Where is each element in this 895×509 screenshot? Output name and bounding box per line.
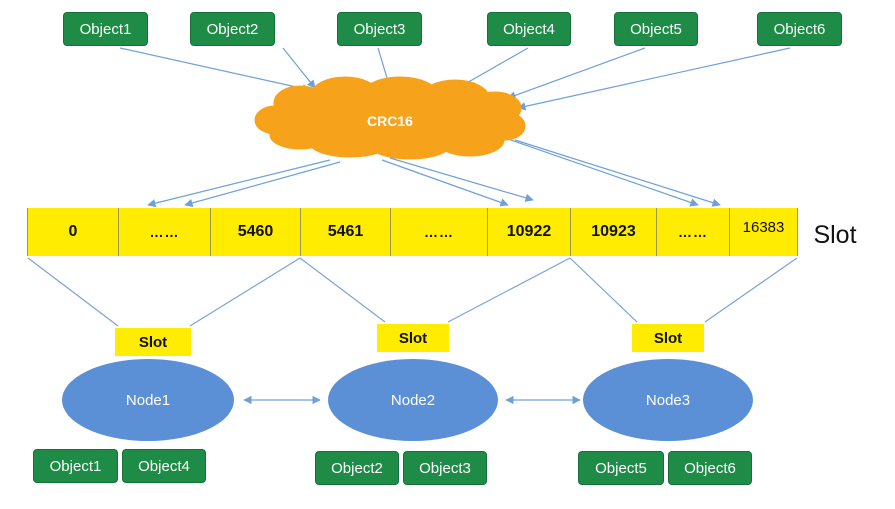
arrow-object5-hash	[507, 47, 646, 100]
top-object-1: Object1	[63, 12, 148, 46]
node3-object-2: Object6	[668, 451, 752, 485]
node2-slot-label: Slot	[377, 324, 449, 352]
range-line-node2-left	[299, 257, 386, 323]
arrow-object2-hash	[282, 47, 316, 89]
top-object-2: Object2	[190, 12, 275, 46]
node3-object-1: Object5	[578, 451, 664, 485]
arrow-hash-slot-b	[184, 161, 341, 208]
node-2: Node2	[328, 359, 498, 441]
slot-cell-0: 0	[27, 208, 119, 256]
top-object-6: Object6	[757, 12, 842, 46]
range-line-node3-left	[569, 257, 638, 323]
slot-range-lines	[27, 257, 798, 327]
slot-bar-label: Slot	[813, 220, 857, 249]
slot-cell-ellipsis-1: ……	[119, 208, 211, 256]
node-1: Node1	[62, 359, 234, 441]
crc16-cloud	[254, 76, 526, 160]
slot-cell-ellipsis-2: ……	[391, 208, 488, 256]
arrow-hash-slot-f	[514, 139, 721, 207]
slot-cell-ellipsis-3: ……	[657, 208, 730, 256]
node2-object-1: Object2	[315, 451, 399, 485]
arrow-hash-slot-d	[389, 157, 534, 202]
arrow-hash-slot-e	[504, 137, 699, 207]
node2-object-2: Object3	[403, 451, 487, 485]
range-line-node2-right	[447, 257, 571, 323]
arrow-hash-slot-a	[147, 159, 331, 208]
node1-slot-label: Slot	[115, 328, 191, 356]
slot-cell-5461: 5461	[301, 208, 391, 256]
arrow-hash-slot-c	[381, 159, 509, 207]
top-object-5: Object5	[614, 12, 698, 46]
node1-object-1: Object1	[33, 449, 118, 483]
arrow-object1-hash	[119, 47, 311, 93]
node-3: Node3	[583, 359, 753, 441]
slot-cell-16383: 16383	[730, 208, 798, 256]
crc16-label: CRC16	[367, 113, 413, 129]
slot-cell-10922: 10922	[488, 208, 571, 256]
object-to-hash-arrows	[119, 47, 791, 111]
top-object-4: Object4	[487, 12, 571, 46]
range-line-node3-right	[704, 257, 798, 323]
range-line-node1-left	[27, 257, 119, 327]
node1-object-2: Object4	[122, 449, 206, 483]
top-object-3: Object3	[337, 12, 422, 46]
hash-to-slot-arrows	[147, 137, 721, 208]
node3-slot-label: Slot	[632, 324, 704, 352]
slot-cell-10923: 10923	[571, 208, 657, 256]
arrow-object6-hash	[517, 47, 791, 111]
range-line-node1-right	[189, 257, 301, 327]
slot-cell-5460: 5460	[211, 208, 301, 256]
